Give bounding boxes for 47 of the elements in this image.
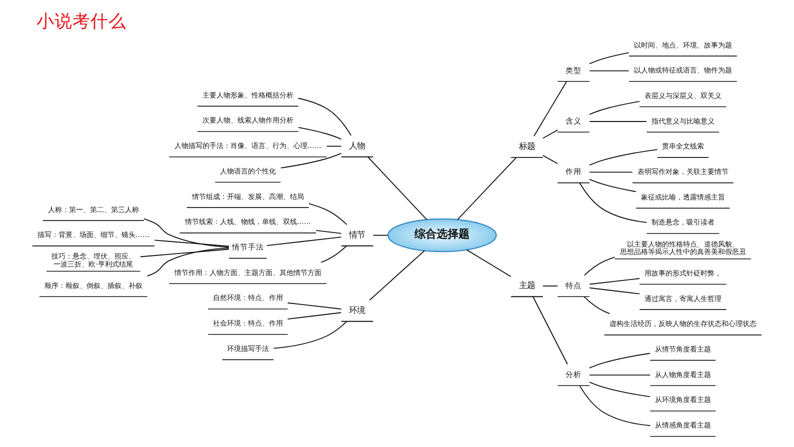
connector — [579, 385, 651, 426]
connector — [140, 248, 230, 258]
diagram-title: 小说考什么 — [36, 12, 127, 32]
connector — [589, 287, 640, 294]
connector — [372, 234, 388, 236]
connector — [589, 149, 658, 166]
connector — [589, 352, 651, 368]
connector — [154, 240, 230, 247]
connector — [316, 230, 342, 234]
connector — [298, 98, 352, 136]
connector — [143, 218, 230, 248]
connector — [534, 81, 568, 137]
connector — [280, 152, 342, 168]
connector — [298, 127, 342, 140]
connector — [326, 146, 342, 147]
connector — [589, 382, 651, 398]
connector — [369, 250, 425, 301]
connector — [457, 157, 517, 220]
node-text: 情节 — [349, 229, 366, 240]
connector — [308, 203, 348, 226]
connector — [367, 156, 428, 220]
node-text: 主题 — [518, 280, 535, 290]
connector — [287, 302, 342, 310]
connector — [273, 320, 348, 349]
connector — [589, 70, 630, 72]
connector — [542, 154, 558, 164]
node-text: 人物 — [349, 140, 366, 150]
connector — [589, 52, 630, 64]
connector — [287, 312, 342, 320]
node-text: 环境 — [349, 304, 366, 315]
connector — [542, 130, 558, 139]
connector — [589, 121, 647, 122]
connector — [589, 100, 640, 115]
connector — [266, 236, 342, 246]
connector — [532, 296, 568, 365]
connector — [589, 278, 640, 285]
node-ellipse: 综合选择题 — [387, 218, 497, 252]
connector — [320, 246, 347, 263]
connector — [579, 182, 648, 223]
connector — [589, 178, 636, 192]
connector — [466, 249, 512, 278]
connector — [589, 172, 633, 173]
node-text: 标题 — [518, 141, 535, 152]
connector — [146, 248, 230, 277]
connector — [584, 256, 616, 276]
connector — [589, 374, 651, 376]
connector — [584, 296, 610, 314]
